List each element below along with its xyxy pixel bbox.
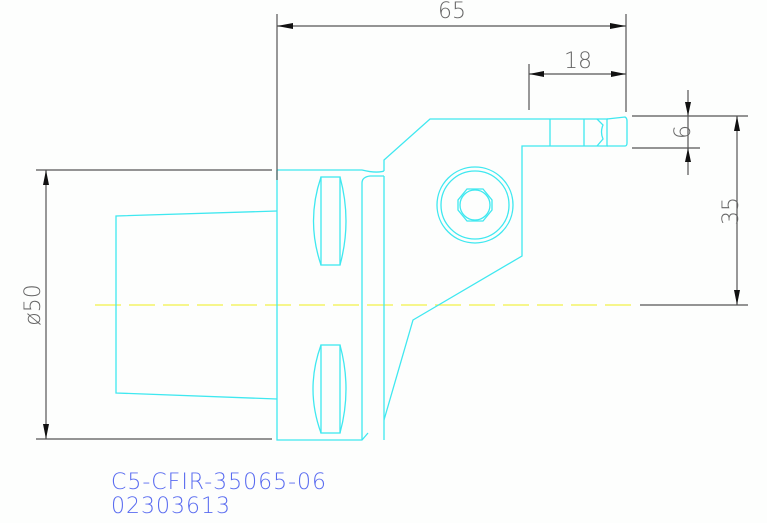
flange-body bbox=[276, 169, 385, 441]
part-code-label: C5-CFIR-35065-06 bbox=[111, 470, 328, 495]
clamp-screw-icon bbox=[436, 166, 514, 244]
svg-text:65: 65 bbox=[438, 0, 466, 24]
part-number-label: 02303613 bbox=[111, 494, 231, 519]
dimension-overall-length: 65 bbox=[276, 0, 627, 180]
svg-text:18: 18 bbox=[564, 49, 592, 74]
svg-text:6: 6 bbox=[671, 125, 696, 139]
dimension-center-height: 35 bbox=[640, 116, 748, 306]
dimension-diameter: ø50 bbox=[21, 169, 272, 440]
cutting-insert bbox=[540, 116, 628, 147]
shank bbox=[115, 210, 278, 400]
svg-text:35: 35 bbox=[719, 197, 744, 225]
dimension-insert-height: 6 bbox=[632, 90, 748, 175]
svg-text:ø50: ø50 bbox=[21, 284, 46, 325]
dimension-insert-length: 18 bbox=[528, 49, 626, 110]
head bbox=[383, 118, 540, 440]
